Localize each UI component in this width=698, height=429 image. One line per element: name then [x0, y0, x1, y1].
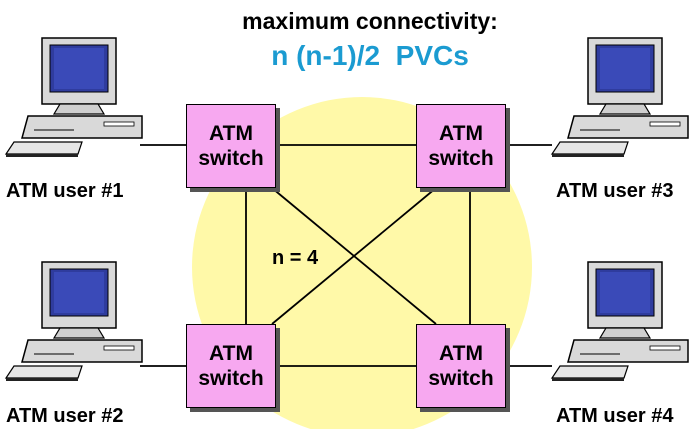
switch-label-line1: ATM — [209, 122, 253, 145]
atm-switch-2: ATM switch — [186, 324, 276, 408]
link-sw3-sw2 — [271, 187, 437, 325]
user-label-1: ATM user #1 — [6, 180, 124, 202]
switch-label-line1: ATM — [209, 342, 253, 365]
user-label-4: ATM user #4 — [556, 405, 674, 427]
switch-label-line2: switch — [428, 367, 494, 390]
switch-label-line2: switch — [198, 147, 264, 170]
user-label-3: ATM user #3 — [556, 180, 674, 202]
computer-icon-user-3 — [551, 37, 689, 158]
atm-switch-4: ATM switch — [416, 324, 506, 408]
pvc-formula: n (n-1)/2 PVCs — [271, 40, 469, 71]
user-label-2: ATM user #2 — [6, 405, 124, 427]
switch-label-line2: switch — [198, 367, 264, 390]
switch-label-line2: switch — [428, 147, 494, 170]
atm-switch-1: ATM switch — [186, 104, 276, 188]
diagram-heading: maximum connectivity: — [242, 8, 498, 34]
computer-icon-user-4 — [551, 261, 689, 382]
switch-label-line1: ATM — [439, 122, 483, 145]
atm-switch-3: ATM switch — [416, 104, 506, 188]
computer-icon-user-2 — [5, 261, 143, 382]
node-count-label: n = 4 — [272, 247, 319, 269]
switch-label-line1: ATM — [439, 342, 483, 365]
computer-icon-user-1 — [5, 37, 143, 158]
